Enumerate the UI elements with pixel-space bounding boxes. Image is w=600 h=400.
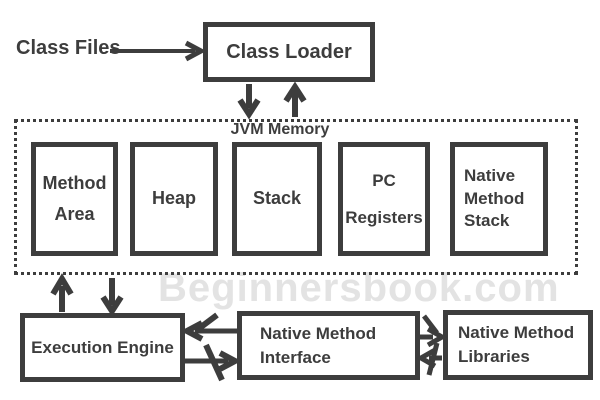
pc-registers-box: PC Registers [338,142,430,256]
pc-registers-label-line2: Registers [345,208,423,227]
native-method-interface-label: Native Method Interface [260,322,376,370]
native-method-interface-box: Native Method Interface [237,311,420,380]
interface-to-libraries-arrow [420,314,448,348]
stack-label: Stack [252,188,302,209]
native-method-stack-line3: Stack [464,211,510,231]
loader-to-memory-arrow [237,84,261,120]
native-method-libraries-line2: Libraries [458,347,530,366]
native-method-libraries-line1: Native Method [458,323,575,343]
method-area-box: Method Area [31,142,118,256]
method-area-label-line2: Area [54,204,95,224]
native-method-stack-line1: Native [464,165,516,185]
native-method-stack-box: Native Method Stack [450,142,548,256]
libraries-to-interface-arrow [415,342,442,376]
class-files-label: Class Files [16,37,121,59]
heap-box: Heap [130,142,218,256]
class-loader-box: Class Loader [203,22,375,82]
stack-box: Stack [232,142,322,256]
native-method-interface-line1: Native Method [260,323,377,343]
jvm-memory-dotted-region [14,119,578,275]
interface-to-engine-arrow [180,312,237,342]
class-files-to-loader-arrow [110,40,207,62]
execution-engine-label: Execution Engine [31,337,174,357]
execution-engine-box: Execution Engine [20,313,185,382]
native-method-stack-label: Native Method Stack [464,165,524,234]
native-method-stack-line2: Method [464,188,525,208]
pc-registers-label-line1: PC [372,170,396,190]
engine-to-memory-arrow [50,273,74,312]
memory-to-loader-arrow [283,81,307,117]
native-method-interface-line2: Interface [260,347,331,367]
memory-to-engine-arrow [100,278,124,317]
native-method-libraries-box: Native Method Libraries [443,310,593,380]
heap-label: Heap [151,188,196,209]
native-method-libraries-label: Native Method Libraries [458,321,574,369]
engine-to-interface-arrow [185,343,242,382]
class-loader-label: Class Loader [226,40,352,63]
method-area-label-line1: Method [42,172,107,193]
jvm-memory-label: JVM Memory [230,121,330,138]
